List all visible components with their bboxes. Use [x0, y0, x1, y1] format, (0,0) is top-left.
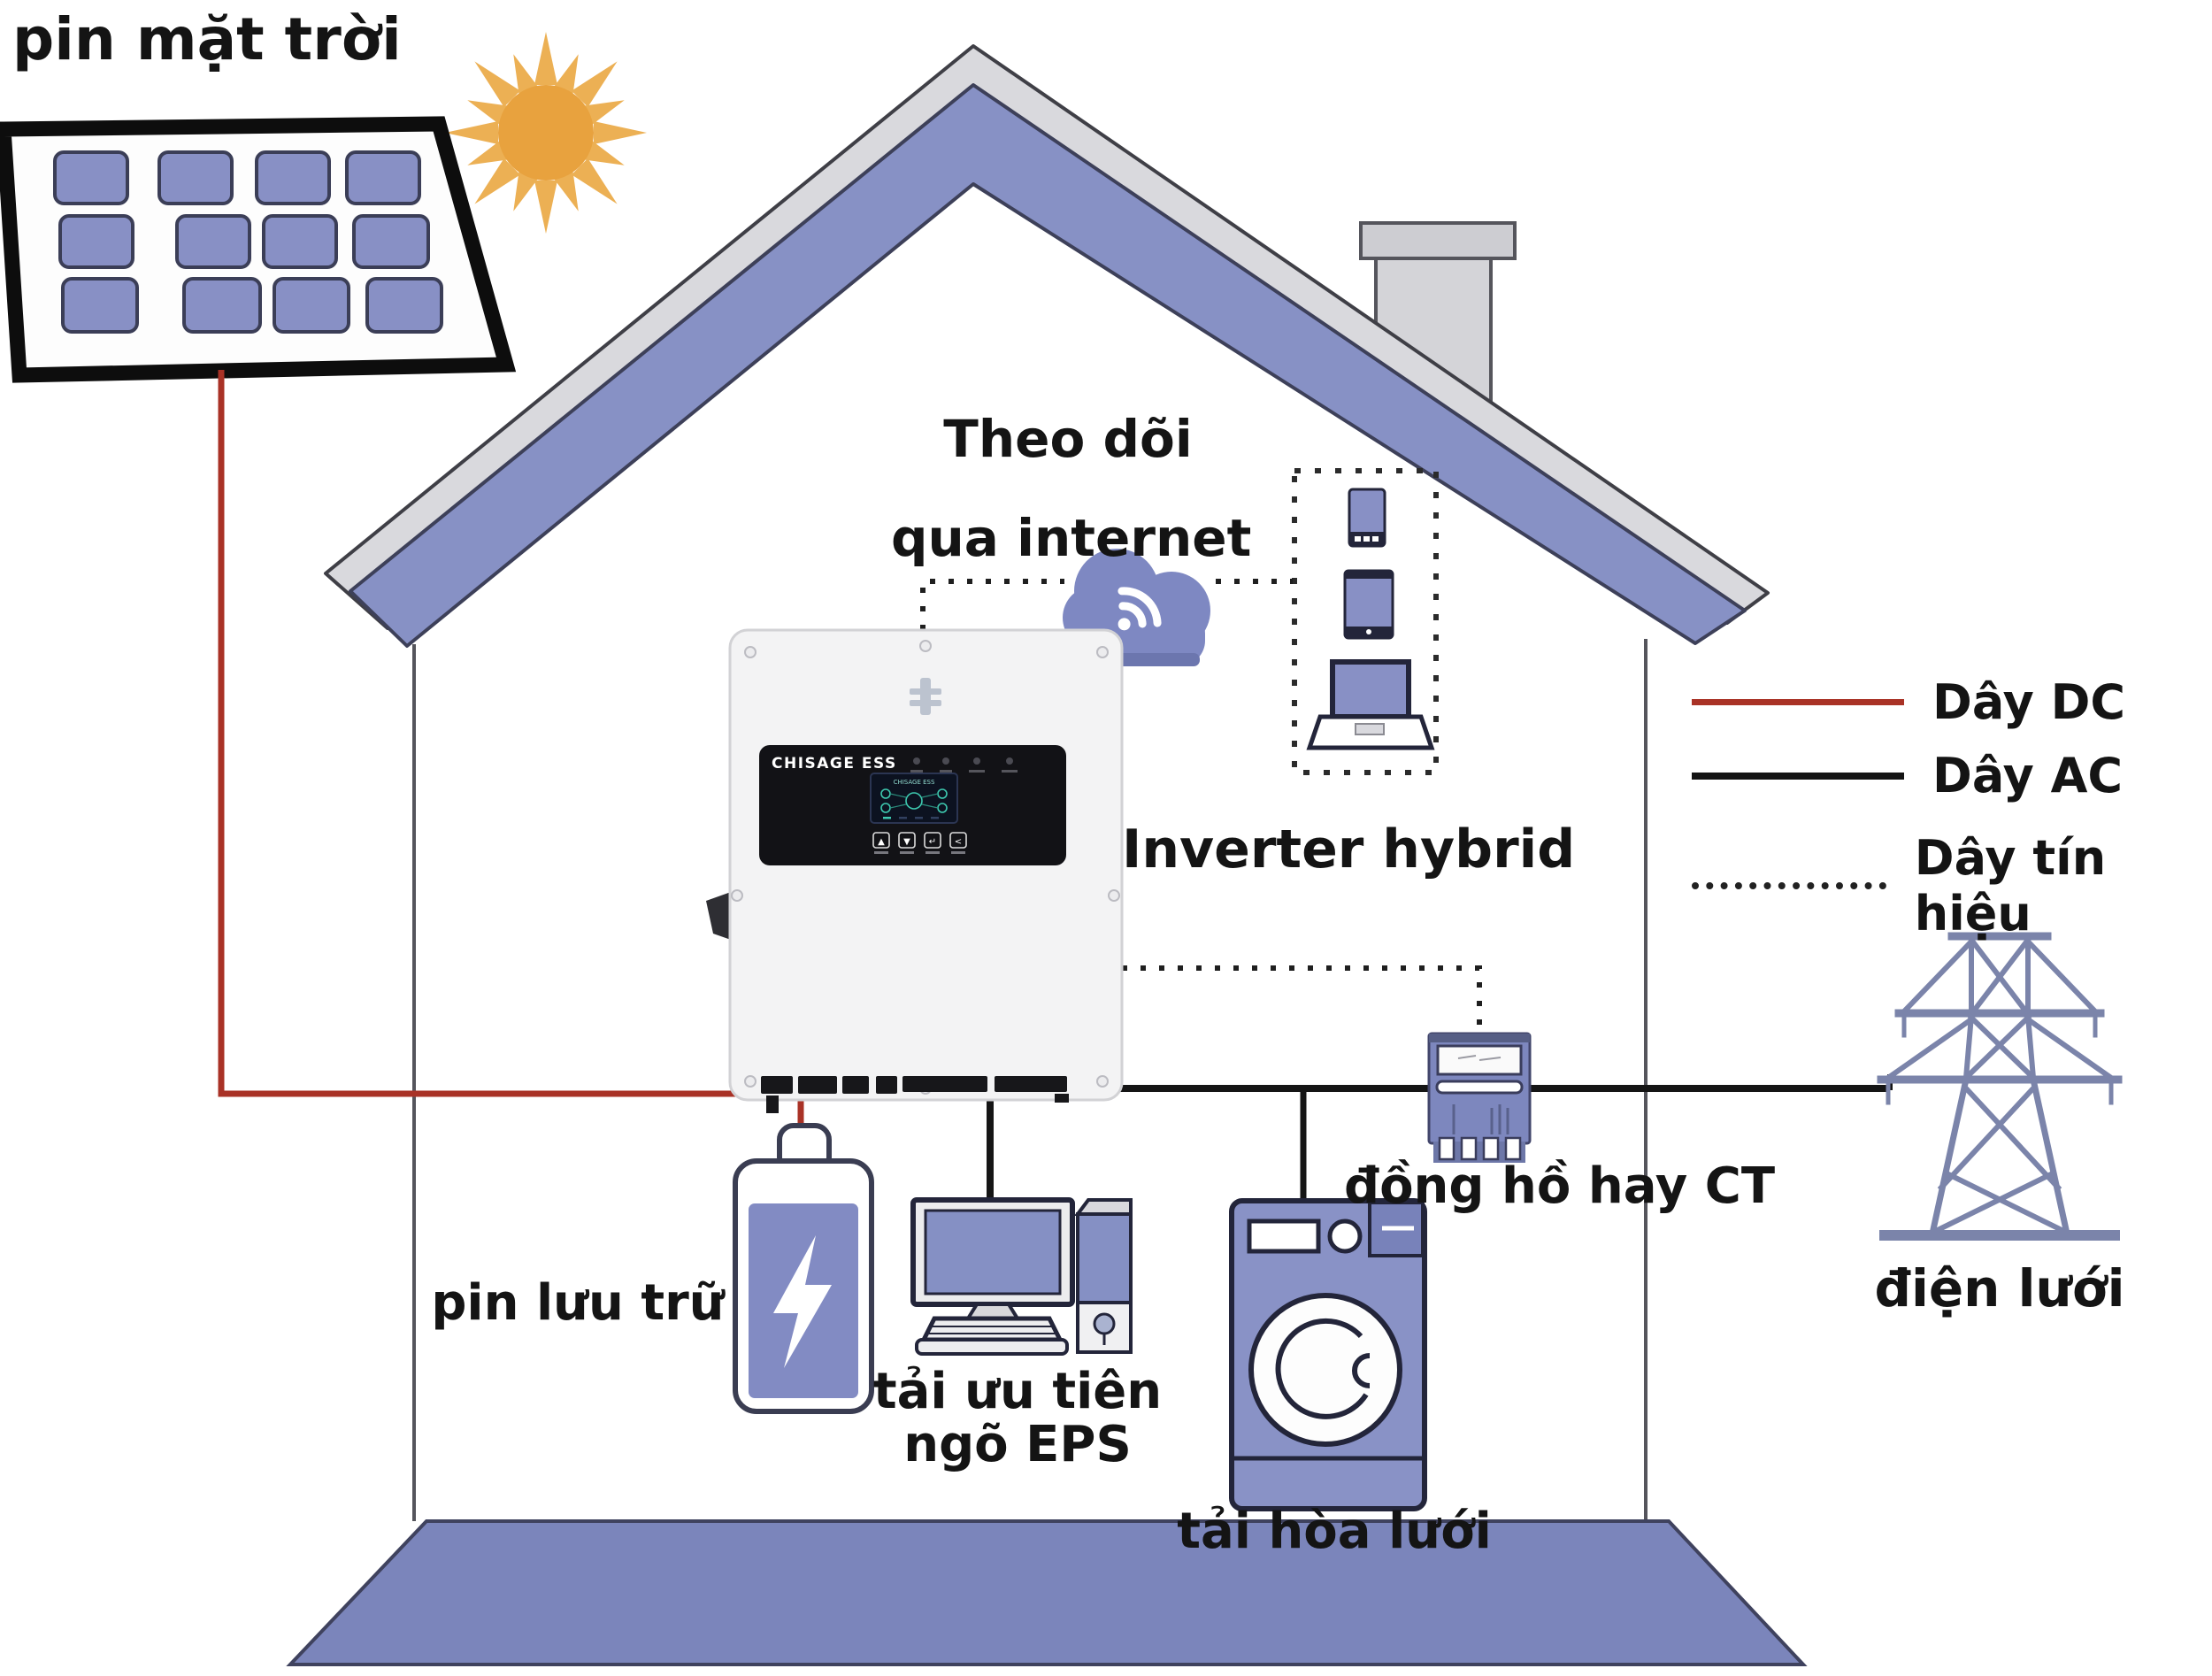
ac-line-sample: [1692, 772, 1904, 780]
solar-panel-icon: [0, 116, 517, 383]
washing-machine-icon: [1229, 1198, 1427, 1511]
legend-label-dc: Dây DC: [1932, 674, 2126, 730]
inverter-logo-icon: [910, 678, 941, 715]
pc-tower: [1074, 1198, 1133, 1354]
up-button-icon: ▲: [878, 837, 885, 847]
label-grid-load: tải hòa lưới: [1177, 1503, 1492, 1560]
label-battery: pin lưu trữ: [431, 1274, 725, 1332]
label-solar-panel: pin mặt trời: [12, 5, 402, 73]
energy-meter-icon: [1427, 1032, 1532, 1163]
enter-button-icon: ↵: [929, 837, 936, 847]
legend-label-ac: Dây AC: [1932, 748, 2124, 803]
signal-line-sample: [1692, 882, 1886, 889]
inverter-wall-clip: [706, 892, 731, 940]
inverter-brand: CHISAGE ESS: [772, 755, 897, 773]
inverter-buttons: ▲ ▼ ↵ <: [872, 832, 967, 854]
inverter-screen-title: CHISAGE ESS: [894, 779, 935, 786]
signal-wire-inverter-meter: [1122, 965, 1482, 1030]
label-inverter: Inverter hybrid: [1122, 819, 1576, 880]
inverter-screen: CHISAGE ESS: [870, 773, 958, 824]
label-meter: đồng hồ hay CT: [1344, 1157, 1776, 1215]
phone-icon: [1348, 488, 1386, 548]
label-grid: điện lưới: [1874, 1258, 2125, 1319]
label-eps-load-line2: ngõ EPS: [903, 1416, 1132, 1473]
battery-icon: [733, 1123, 874, 1414]
legend-item-ac: Dây AC: [1692, 748, 2123, 803]
label-eps-load-line1: tải ưu tiên: [872, 1363, 1163, 1420]
signal-wire-inverter-cloud: [920, 579, 1064, 630]
sun-icon: [445, 32, 647, 234]
lightning-bolt-icon: [773, 1235, 832, 1368]
house-floor: [286, 1519, 1808, 1666]
esc-button-icon: <: [955, 837, 962, 847]
signal-wire: [920, 579, 1482, 1030]
dc-line-sample: [1692, 699, 1904, 705]
transmission-tower-icon: [1877, 932, 2123, 1241]
house-walls: [412, 639, 1647, 1521]
legend-item-dc: Dây DC: [1692, 674, 2125, 730]
label-monitoring-line1: Theo dõi: [943, 409, 1193, 469]
inverter-connectors: [761, 1076, 1069, 1113]
roof-blue-band: [349, 83, 1747, 648]
desktop-pc-icon: [910, 1197, 1133, 1356]
house-roof: [324, 44, 1770, 648]
inverter-led-row: [910, 757, 1018, 773]
monitor-devices-box: [1292, 468, 1439, 775]
label-monitoring-line2: qua internet: [891, 508, 1252, 568]
tablet-icon: [1343, 569, 1394, 640]
laptop-icon: [1306, 659, 1435, 750]
legend-item-signal: Dây tín hiệu: [1692, 830, 2212, 942]
legend-label-signal: Dây tín hiệu: [1914, 830, 2107, 942]
down-button-icon: ▼: [903, 837, 910, 847]
inverter-device: CHISAGE ESS CHISAGE ESS: [706, 628, 1124, 1113]
